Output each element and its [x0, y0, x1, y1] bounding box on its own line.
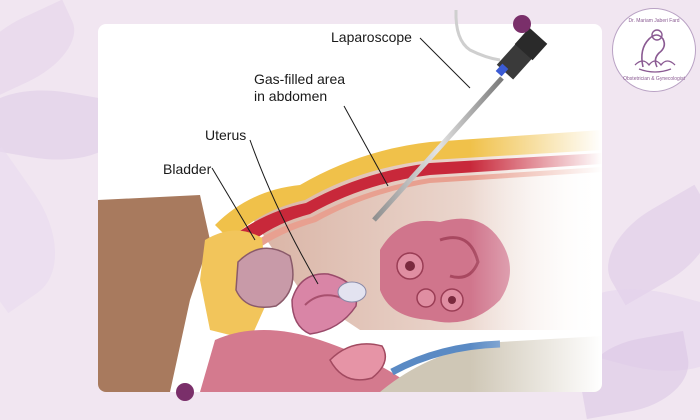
ovary: [337, 281, 367, 303]
label-laparoscope: Laparoscope: [331, 29, 412, 45]
clinic-logo: Dr. Mariam Jaberi Fard Obstetrician & Gy…: [612, 8, 696, 92]
decorative-dot: [176, 383, 194, 401]
label-gas-line2: in abdomen: [254, 88, 328, 104]
label-gas-line1: Gas-filled area: [254, 71, 346, 87]
label-gas-filled-area: Gas-filled area in abdomen: [254, 71, 345, 105]
logo-top-text: Dr. Mariam Jaberi Fard: [628, 18, 680, 24]
mother-child-lotus-icon: [634, 29, 676, 73]
leader-lines: [211, 37, 471, 285]
decorative-dot: [513, 15, 531, 33]
label-uterus: Uterus: [205, 127, 247, 143]
label-bladder: Bladder: [163, 161, 212, 177]
bladder-organ: [235, 247, 294, 308]
logo-bottom-text: Obstetrician & Gynecologist: [623, 76, 685, 82]
laparoscope-instrument: [372, 9, 548, 222]
back-tissue: [98, 195, 210, 392]
rectum: [200, 330, 420, 392]
